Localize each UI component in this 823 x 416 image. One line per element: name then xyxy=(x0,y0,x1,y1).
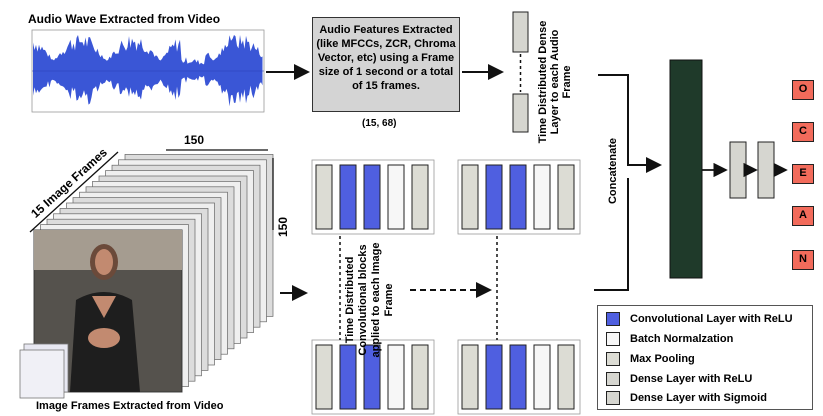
legend-swatch-conv xyxy=(606,312,620,326)
image-frames-title: Image Frames Extracted from Video xyxy=(36,400,224,412)
conv-block-frame xyxy=(457,159,581,235)
depth-dimension-line xyxy=(29,151,119,233)
height-label: 150 xyxy=(276,216,290,238)
conv-layer xyxy=(315,164,333,230)
dense-relu-2 xyxy=(757,141,775,199)
concatenate-label: Concatenate xyxy=(607,137,619,205)
conv-block-frame xyxy=(311,159,435,235)
conv-layer xyxy=(363,344,381,410)
legend-label-dense-sigmoid: Dense Layer with Sigmoid xyxy=(630,392,767,404)
output-o: O xyxy=(792,80,814,100)
output-e: E xyxy=(792,164,814,184)
conv-layer xyxy=(411,344,429,410)
output-a: A xyxy=(792,206,814,226)
legend: Convolutional Layer with ReLU Batch Norm… xyxy=(597,305,813,410)
conv-layer xyxy=(485,344,503,410)
conv-layer xyxy=(533,164,551,230)
legend-label-maxpool: Max Pooling xyxy=(630,353,695,365)
legend-label-conv: Convolutional Layer with ReLU xyxy=(630,313,793,325)
conv-layer xyxy=(387,164,405,230)
conv-layer xyxy=(533,344,551,410)
conv-layer xyxy=(315,344,333,410)
conv-time-label: Time Distributed Convolutional blocks ap… xyxy=(344,242,395,358)
conv-layer xyxy=(557,344,575,410)
video-frame-image xyxy=(19,229,183,399)
conv-block-frame xyxy=(311,339,435,415)
legend-label-dense-relu: Dense Layer with ReLU xyxy=(630,373,753,385)
audio-wave-title: Audio Wave Extracted from Video xyxy=(28,12,221,26)
conv-layer xyxy=(339,164,357,230)
output-c: C xyxy=(792,122,814,142)
conv-layer xyxy=(411,164,429,230)
legend-label-batchnorm: Batch Normalzation xyxy=(630,333,734,345)
conv-layer xyxy=(461,164,479,230)
conv-layer xyxy=(557,164,575,230)
conv-layer xyxy=(461,344,479,410)
conv-layer xyxy=(339,344,357,410)
dense-relu-1 xyxy=(729,141,747,199)
legend-swatch-batchnorm xyxy=(606,332,620,346)
legend-swatch-dense-sigmoid xyxy=(606,391,620,405)
conv-blocks xyxy=(311,159,581,415)
arrow-image-to-fusion xyxy=(594,178,629,291)
conv-layer xyxy=(363,164,381,230)
legend-swatch-dense-relu xyxy=(606,372,620,386)
conv-layer xyxy=(387,344,405,410)
conv-layer xyxy=(509,164,527,230)
audio-waveform xyxy=(31,29,265,113)
fusion-dense-block xyxy=(669,59,703,279)
conv-layer xyxy=(509,344,527,410)
conv-block-frame xyxy=(457,339,581,415)
output-n: N xyxy=(792,250,814,270)
legend-swatch-maxpool xyxy=(606,352,620,366)
audio-features-dims: (15, 68) xyxy=(362,118,397,129)
width-label: 150 xyxy=(184,133,205,147)
audio-features-box: Audio Features Extracted (like MFCCs, ZC… xyxy=(312,17,460,112)
conv-layer xyxy=(485,164,503,230)
arrow-audio-to-fusion xyxy=(598,74,662,173)
audio-dense-stack xyxy=(512,11,529,133)
audio-dense-label: Time Distributed Dense Layer to each Aud… xyxy=(537,20,573,144)
